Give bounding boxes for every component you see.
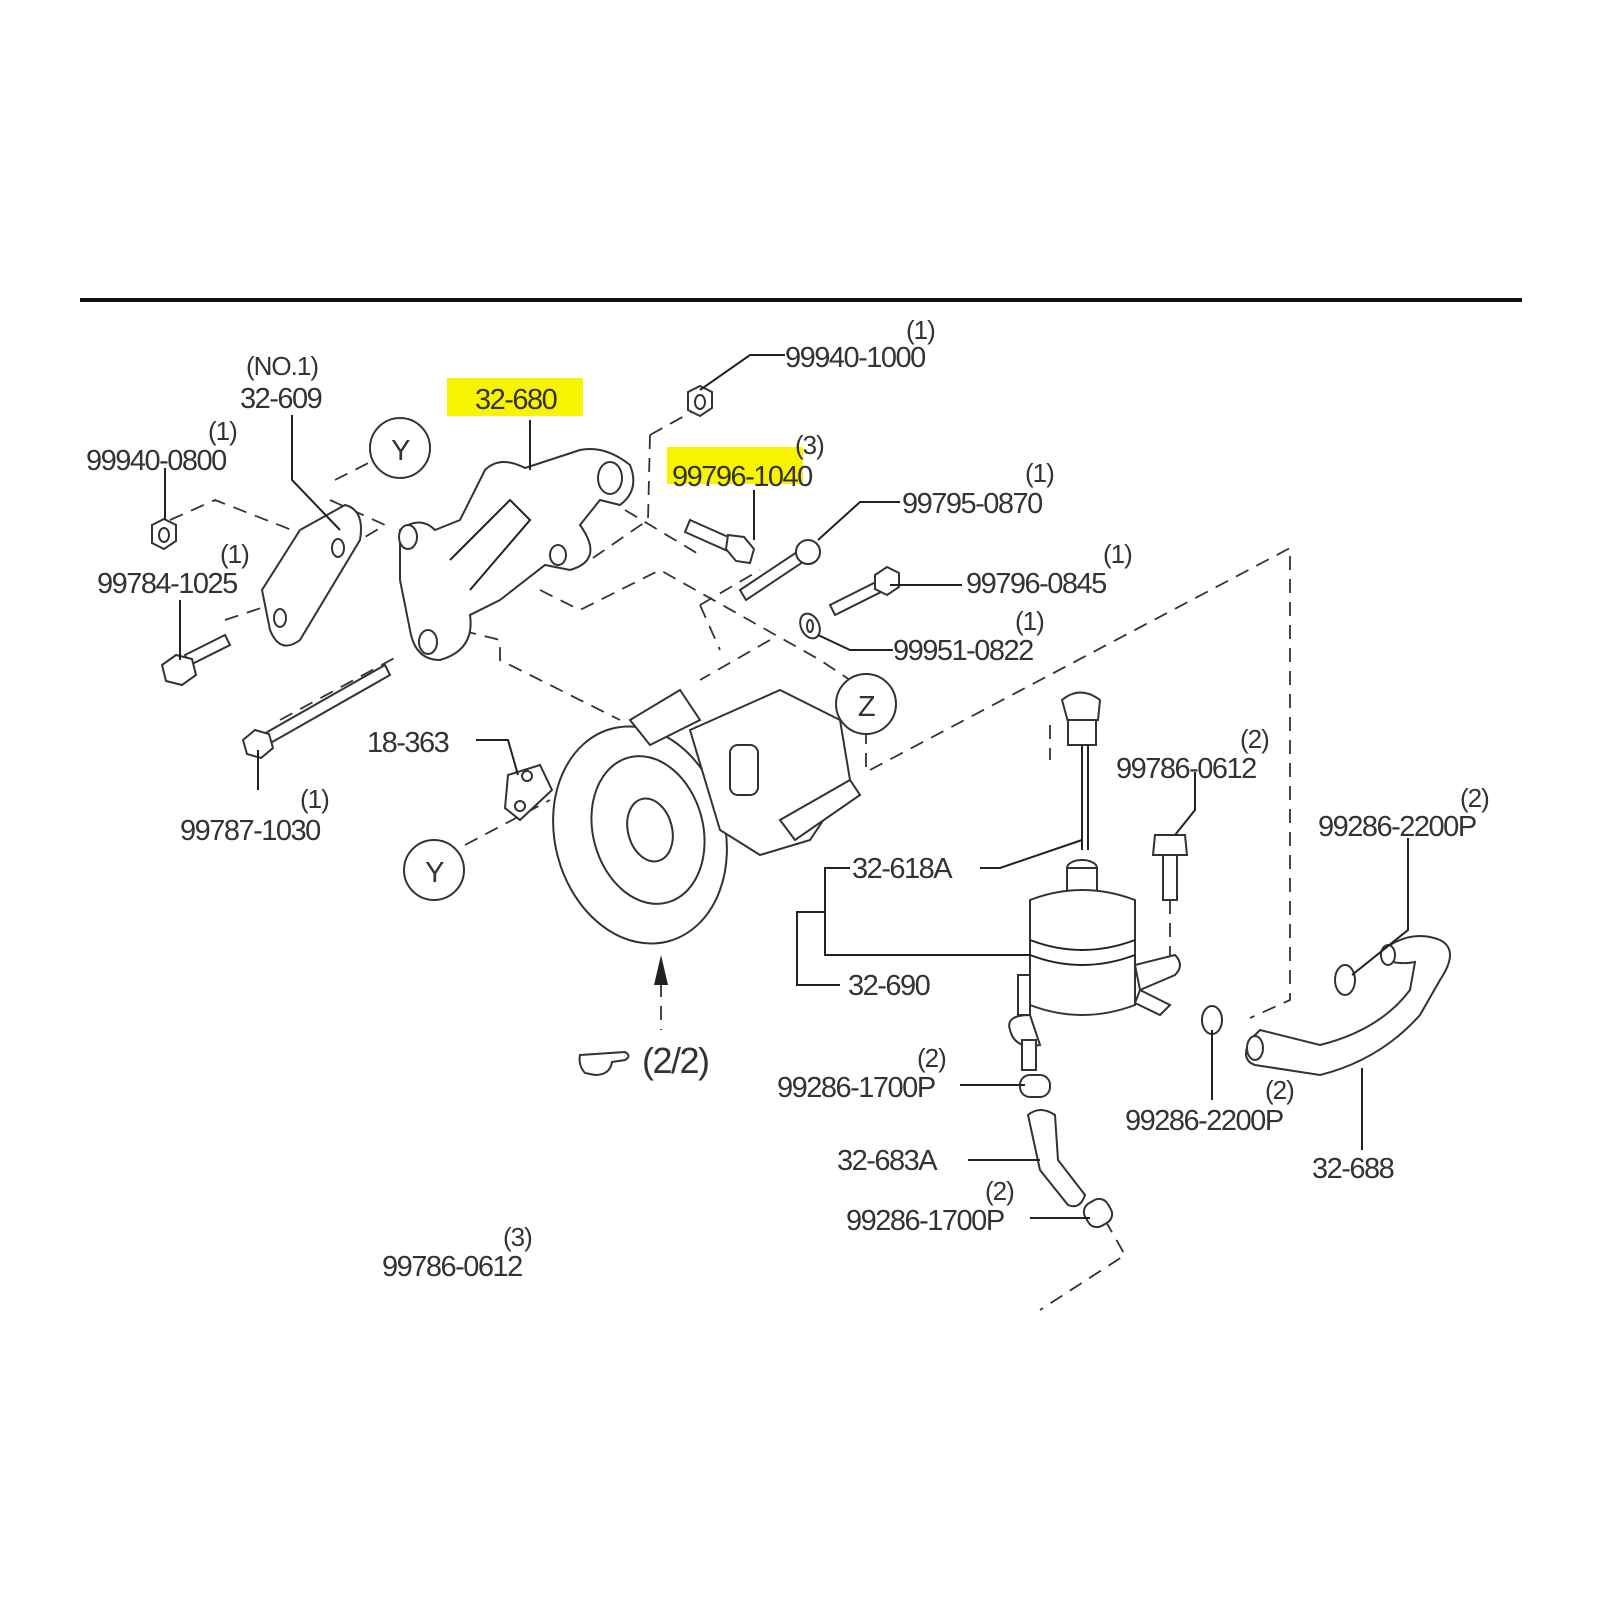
qty-label: (1): [220, 539, 249, 569]
qty-label: (1): [208, 416, 237, 446]
bolt-99786-0612: [1151, 834, 1189, 901]
power-steering-pump: [552, 688, 862, 945]
bolt-99787-1030: [241, 663, 392, 760]
hose-32-688: [1245, 935, 1451, 1077]
callout-y-top: Y: [369, 417, 431, 479]
part-number-label-highlighted: 32-680: [475, 384, 557, 416]
nut-99940-1000: [687, 384, 713, 418]
bolt-99796-1040: [683, 518, 756, 565]
reservoir-32-690: [1008, 859, 1181, 1071]
part-number-label: 32-690: [848, 970, 930, 1002]
qty-label: (2): [1240, 724, 1269, 754]
part-number-label: 18-363: [367, 727, 449, 759]
clamp-99286-2200P-a: [1334, 964, 1356, 996]
bolt-99796-0845: [828, 565, 900, 617]
bracket-32-680: [398, 448, 635, 662]
part-number-label: 99286-1700P: [846, 1205, 1004, 1237]
highlight-99796-1040: [667, 447, 803, 484]
part-number-label: 99940-0800: [86, 445, 226, 477]
callout-y-bottom: Y: [403, 839, 465, 901]
bolt-99784-1025: [160, 633, 232, 687]
part-number-label: 99940-1000: [785, 342, 925, 374]
bracket-32-609: [260, 503, 362, 647]
part-number-label: 32-683A: [837, 1145, 938, 1177]
part-number-label: 99951-0822: [893, 635, 1033, 667]
part-note-label: (NO.1): [246, 351, 318, 381]
part-number-label: 99796-0845: [966, 568, 1106, 600]
qty-label: (2): [985, 1176, 1014, 1206]
clamp-99286-1700P-b: [1082, 1197, 1114, 1229]
reservoir-cap-32-618A: [1060, 691, 1102, 850]
svg-text:Z: Z: [858, 691, 875, 723]
part-number-label: 32-618A: [852, 853, 953, 885]
bolt-99795-0870: [738, 539, 821, 602]
leader-lines: [164, 354, 1409, 1219]
qty-label: (1): [906, 315, 935, 345]
callout-z: Z: [835, 673, 897, 735]
qty-label: (2): [1460, 783, 1489, 813]
part-number-label: 99286-1700P: [777, 1072, 935, 1104]
svg-text:Y: Y: [391, 435, 410, 467]
qty-label: (1): [1103, 539, 1132, 569]
part-number-label: 99795-0870: [902, 488, 1042, 520]
arrow-to-pump: [654, 955, 668, 985]
pointing-hand-icon: [578, 1050, 630, 1077]
qty-label: (3): [503, 1222, 532, 1252]
part-number-label: 32-688: [1312, 1153, 1394, 1185]
qty-label: (1): [300, 784, 329, 814]
qty-label: (1): [1025, 458, 1054, 488]
qty-label: (2): [917, 1043, 946, 1073]
highlight-32-680: [447, 378, 583, 416]
nut-99940-0800: [151, 517, 177, 551]
part-number-label: 99286-2200P: [1318, 811, 1476, 843]
qty-label: (1): [1015, 606, 1044, 636]
part-number-label: 99786-0612: [1116, 753, 1256, 785]
washer-99951-0822: [799, 612, 821, 640]
part-number-label: 32-609: [240, 383, 322, 415]
qty-label: (3): [795, 430, 824, 460]
part-number-label: 99787-1030: [180, 815, 320, 847]
part-number-label: 99786-0612: [382, 1251, 522, 1283]
clip-18-363: [503, 763, 554, 822]
svg-text:Y: Y: [425, 857, 444, 889]
hose-32-683A: [1026, 1109, 1087, 1208]
part-number-label-highlighted: 99796-1040: [672, 461, 812, 493]
page-reference-label[interactable]: (2/2): [642, 1040, 710, 1081]
qty-label: (2): [1265, 1075, 1294, 1105]
part-number-label: 99784-1025: [97, 568, 237, 600]
clamp-99286-2200P-b: [1201, 1005, 1223, 1035]
part-number-label: 99286-2200P: [1125, 1105, 1283, 1137]
